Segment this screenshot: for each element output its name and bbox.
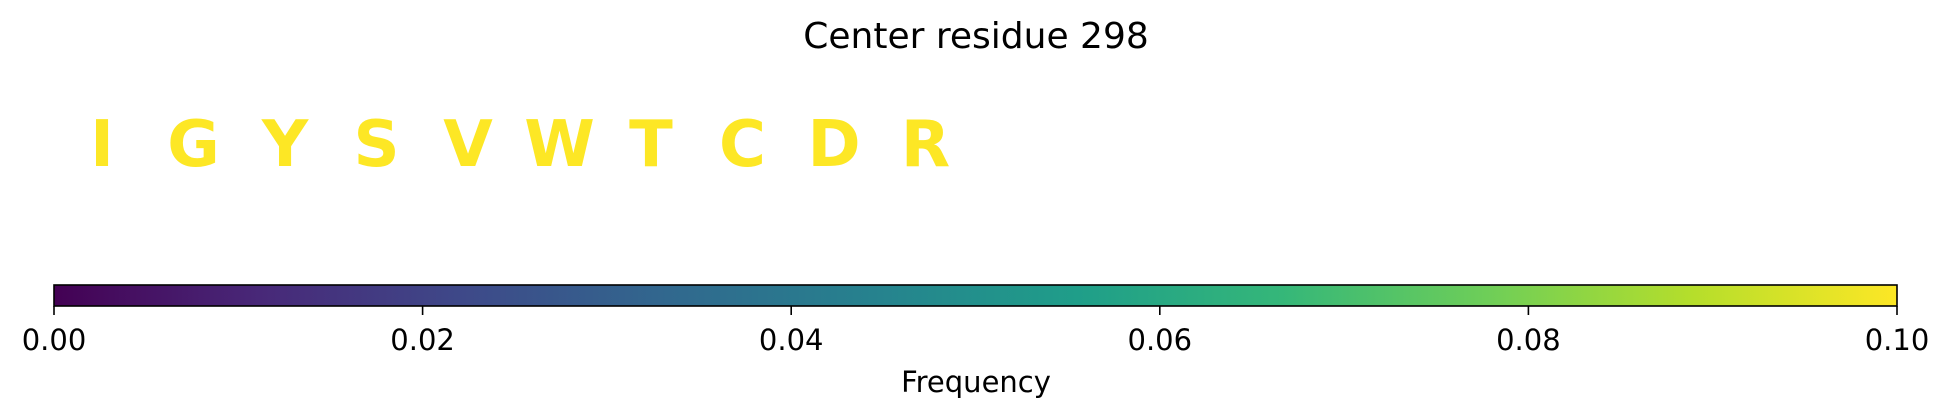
residue-letter-c: C xyxy=(719,108,766,182)
colorbar-label: Frequency xyxy=(901,365,1051,399)
colorbar-gradient-bar xyxy=(53,284,1898,307)
colorbar: 0.00 0.02 0.04 0.06 0.08 0.10 Frequency xyxy=(22,284,1930,399)
residue-letter-t: T xyxy=(629,108,673,182)
colorbar-tick-label: 0.02 xyxy=(390,323,455,357)
colorbar-tick-label: 0.00 xyxy=(22,323,87,357)
residue-letter-d: D xyxy=(807,108,860,182)
residue-letter-r: R xyxy=(901,108,950,182)
residue-letter-v: V xyxy=(443,108,493,182)
colorbar-tick-label: 0.10 xyxy=(1865,323,1930,357)
residue-letter-w: W xyxy=(524,108,595,182)
chart-title: Center residue 298 xyxy=(803,16,1149,57)
colorbar-tick-label: 0.06 xyxy=(1128,323,1193,357)
residue-letter-i: I xyxy=(90,108,114,182)
colorbar-tick-label: 0.04 xyxy=(759,323,824,357)
colorbar-ticks: 0.00 0.02 0.04 0.06 0.08 0.10 xyxy=(22,306,1930,357)
residue-letter-g: G xyxy=(167,108,220,182)
residue-letter-s: S xyxy=(353,108,399,182)
residue-letter-y: Y xyxy=(261,108,309,182)
colorbar-tick-label: 0.08 xyxy=(1496,323,1561,357)
